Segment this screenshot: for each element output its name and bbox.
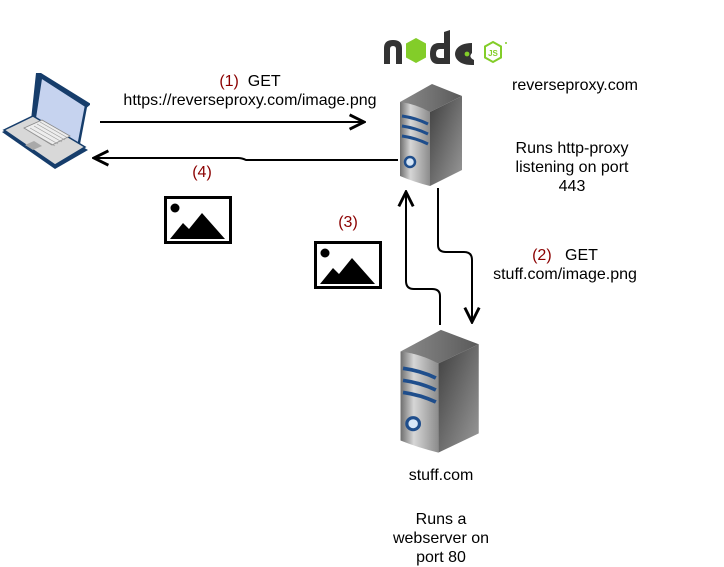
svg-text:JS: JS xyxy=(488,49,498,58)
logo-dot xyxy=(464,51,470,57)
server-power-button xyxy=(403,155,417,169)
logo-letter-n xyxy=(384,40,402,64)
server-power-button xyxy=(405,416,422,432)
step-4-number: (4) xyxy=(192,164,212,181)
step-1-number: (1) xyxy=(219,73,239,90)
server-stripes xyxy=(401,114,429,146)
image-icon-step-4 xyxy=(164,196,232,244)
logo-js-badge xyxy=(484,40,502,64)
server-stripes xyxy=(402,366,437,404)
arrow-step-2 xyxy=(437,188,472,322)
client-laptop xyxy=(0,70,91,175)
webserver-description: Runs a webserver on port 80 xyxy=(392,511,490,566)
image-icon-step-3 xyxy=(314,241,382,289)
step-2-number: (2) xyxy=(532,247,552,264)
laptop-keyboard xyxy=(23,119,71,146)
logo-hexagon xyxy=(406,38,426,63)
step-1-target: https://reverseproxy.com/image.png xyxy=(123,92,377,109)
arrow-step-4 xyxy=(94,158,398,160)
arrow-step-3 xyxy=(406,192,441,325)
logo-letter-e xyxy=(455,43,474,65)
laptop-touchpad xyxy=(25,141,42,150)
nodejs-logo: JS xyxy=(382,30,512,66)
step-2-method: GET xyxy=(565,247,598,264)
step-2-target: stuff.com/image.png xyxy=(493,266,637,283)
webserver-name: stuff.com xyxy=(408,467,474,484)
reverseproxy-server xyxy=(398,80,463,188)
reverseproxy-description: Runs http-proxy listening on port 443 xyxy=(515,140,629,195)
step-2-label: (2) GET stuff.com/image.png xyxy=(480,246,650,284)
logo-letter-d xyxy=(430,30,450,64)
reverseproxy-name: reverseproxy.com xyxy=(512,77,638,94)
step-3-number: (3) xyxy=(338,214,358,231)
step-1-method: GET xyxy=(247,73,281,90)
webserver-server xyxy=(398,325,480,455)
step-1-label: (1) GET https://reverseproxy.com/image.p… xyxy=(100,72,400,110)
